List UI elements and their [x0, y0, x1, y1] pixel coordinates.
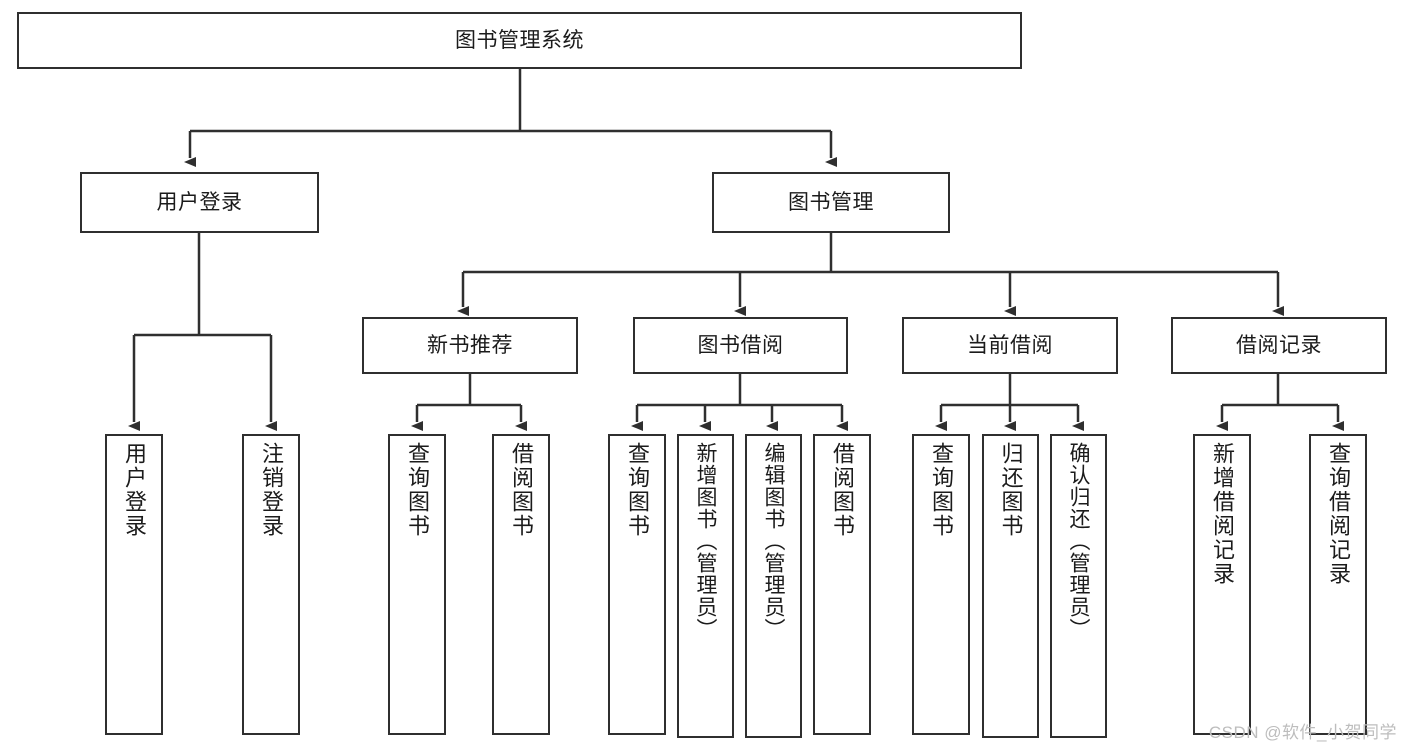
node-label: 新书推荐	[427, 333, 513, 357]
node-label: 图书借阅	[697, 333, 784, 357]
node-label: 确认归还（管理员）	[1067, 442, 1090, 640]
node-label: 查询图书	[625, 442, 650, 538]
node-label: 借阅图书	[830, 442, 855, 538]
node-label: 新增借阅记录	[1210, 442, 1235, 586]
node-leaf-borrow-add-book-admin[interactable]: 新增图书（管理员）	[677, 434, 734, 738]
node-borrow-record[interactable]: 借阅记录	[1171, 317, 1387, 374]
node-leaf-current-return-book[interactable]: 归还图书	[982, 434, 1039, 738]
node-label: 借阅记录	[1236, 333, 1322, 357]
node-book-borrow[interactable]: 图书借阅	[633, 317, 848, 374]
node-label: 用户登录	[122, 442, 147, 538]
node-leaf-record-search-record[interactable]: 查询借阅记录	[1309, 434, 1367, 735]
node-leaf-user-login-signin[interactable]: 用户登录	[105, 434, 163, 735]
node-label: 查询借阅记录	[1326, 442, 1351, 586]
node-leaf-borrow-edit-book-admin[interactable]: 编辑图书（管理员）	[745, 434, 802, 738]
node-leaf-recommend-borrow-book[interactable]: 借阅图书	[492, 434, 550, 735]
node-label: 编辑图书（管理员）	[762, 442, 785, 640]
node-label: 借阅图书	[509, 442, 534, 538]
node-label: 图书管理系统	[455, 28, 584, 52]
node-leaf-borrow-search-book[interactable]: 查询图书	[608, 434, 666, 735]
node-label: 查询图书	[405, 442, 430, 538]
node-label: 当前借阅	[967, 333, 1053, 357]
node-user-login[interactable]: 用户登录	[80, 172, 319, 233]
node-leaf-current-confirm-return-admin[interactable]: 确认归还（管理员）	[1050, 434, 1107, 738]
node-book-management[interactable]: 图书管理	[712, 172, 950, 233]
node-label: 用户登录	[156, 190, 243, 214]
node-leaf-record-add-record[interactable]: 新增借阅记录	[1193, 434, 1251, 735]
node-leaf-current-search-book[interactable]: 查询图书	[912, 434, 970, 735]
node-leaf-borrow-borrow-book[interactable]: 借阅图书	[813, 434, 871, 735]
node-root-system[interactable]: 图书管理系统	[17, 12, 1022, 69]
node-label: 新增图书（管理员）	[694, 442, 717, 640]
node-label: 图书管理	[788, 190, 874, 214]
node-current-borrow[interactable]: 当前借阅	[902, 317, 1118, 374]
watermark-text: CSDN @软件_小贺同学	[1208, 723, 1397, 742]
node-label: 注销登录	[259, 442, 284, 538]
node-leaf-recommend-search-book[interactable]: 查询图书	[388, 434, 446, 735]
node-label: 查询图书	[929, 442, 954, 538]
node-label: 归还图书	[998, 442, 1024, 538]
node-new-book-recommend[interactable]: 新书推荐	[362, 317, 578, 374]
node-leaf-user-login-signout[interactable]: 注销登录	[242, 434, 300, 735]
